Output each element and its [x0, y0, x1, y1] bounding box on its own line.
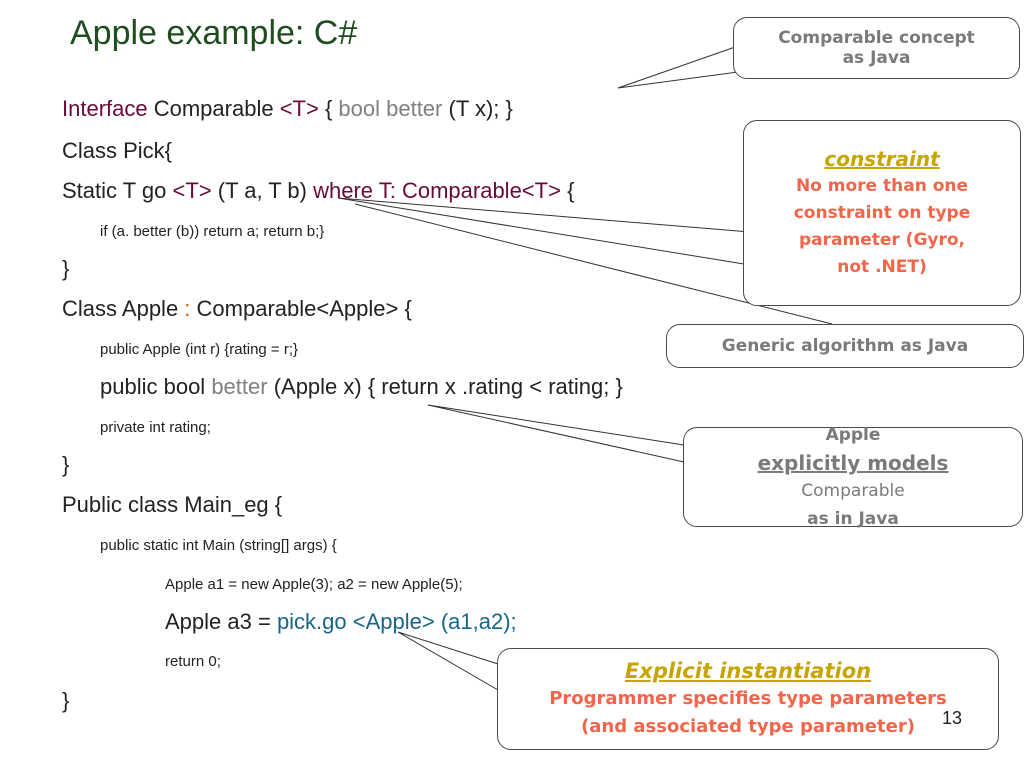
code-text: Class Apple — [62, 296, 185, 321]
code-line-static-go: Static T go <T> (T a, T b) where T: Comp… — [62, 178, 574, 204]
callout-explicit-instantiation: Explicit instantiation Programmer specif… — [497, 648, 999, 750]
colon: : — [184, 296, 191, 321]
keyword-interface: Interface — [62, 96, 148, 121]
code-text: Comparable — [147, 96, 280, 121]
code-text: (Apple x) { return x .rating < rating; } — [267, 374, 623, 399]
pick-go-call: pick.go <Apple> (a1,a2); — [276, 609, 517, 634]
callout-text: not .NET) — [837, 256, 927, 277]
code-line-better: public bool better (Apple x) { return x … — [100, 374, 623, 400]
page-number: 13 — [942, 708, 963, 728]
code-line-class-pick: Class Pick{ — [62, 138, 173, 163]
callout-text: Programmer specifies type parameters — [549, 688, 947, 709]
callout-word: Comparable — [801, 481, 905, 501]
code-line-rating: private int rating; — [100, 419, 211, 436]
code-line-if: if (a. better (b)) return a; return b;} — [100, 223, 325, 240]
code-line-constructor: public Apple (int r) {rating = r;} — [100, 341, 299, 358]
code-text: (T a, T b) — [211, 178, 314, 203]
method-name: bool better — [338, 96, 443, 121]
callout-text: (and associated type parameter) — [581, 716, 915, 737]
code-line-return: return 0; — [165, 653, 221, 670]
code-text: Apple a3 = — [165, 609, 277, 634]
method-name: better — [211, 374, 268, 399]
callout-word: as in Java — [807, 509, 899, 529]
type-param: <T> — [172, 178, 212, 203]
callout-heading: Explicit instantiation — [624, 659, 872, 683]
slide-title: Apple example: C# — [70, 14, 358, 52]
code-line-main-class: Public class Main_eg { — [62, 492, 283, 517]
code-line-class-apple: Class Apple : Comparable<Apple> { — [62, 296, 412, 322]
callout-generic-algorithm: Generic algorithm as Java — [666, 324, 1024, 368]
callout-text: Generic algorithm as Java — [721, 336, 969, 356]
code-line-new-apples: Apple a1 = new Apple(3); a2 = new Apple(… — [165, 576, 463, 593]
callout-text: parameter (Gyro, — [798, 229, 966, 250]
callout-text: Apple — [825, 425, 881, 445]
code-text: Static T go — [62, 178, 173, 203]
where-clause: where T: Comparable<T> — [313, 178, 561, 203]
code-line-close-brace: } — [62, 452, 70, 477]
code-line-pick-go: Apple a3 = pick.go <Apple> (a1,a2); — [165, 609, 517, 635]
callout-apple-models: Apple explicitly models Comparable as in… — [683, 425, 1023, 529]
code-line-close-brace: } — [62, 688, 70, 713]
code-text: { — [318, 96, 339, 121]
callout-text: explicitly models — [757, 451, 949, 475]
callout-text: constraint on type — [793, 202, 971, 223]
code-line-interface: Interface Comparable <T> { bool better (… — [62, 96, 513, 122]
callout-comparable-concept: Comparable concept as Java — [733, 17, 1020, 79]
callout-text: No more than one — [795, 175, 969, 196]
callout-text: as Java — [842, 48, 911, 68]
connector-constraint — [337, 197, 751, 266]
code-text: { — [560, 178, 575, 203]
callout-text: Comparable as in Java — [801, 477, 904, 533]
code-text: Comparable<Apple> { — [190, 296, 412, 321]
code-line-close-brace: } — [62, 256, 70, 281]
connector-instantiation — [397, 631, 499, 691]
callout-constraint: constraint No more than one constraint o… — [743, 120, 1021, 306]
code-text: (T x); } — [442, 96, 513, 121]
code-line-main-method: public static int Main (string[] args) { — [100, 537, 337, 554]
connector-concept — [617, 45, 739, 89]
connector-apple — [427, 404, 685, 463]
code-text: public bool — [100, 374, 212, 399]
type-param: <T> — [279, 96, 319, 121]
callout-text: Comparable concept — [778, 28, 975, 48]
callout-heading: constraint — [824, 146, 940, 171]
